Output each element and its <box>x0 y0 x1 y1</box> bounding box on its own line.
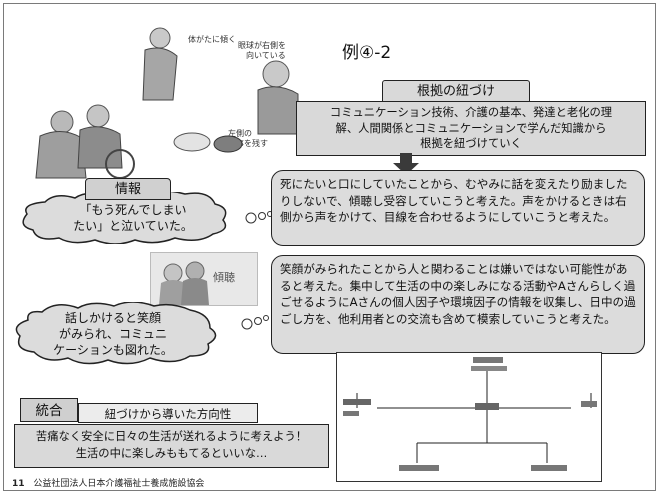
basis-line: 解、人間関係とコミュニケーションで学んだ知識から <box>335 121 607 135</box>
slide-frame <box>3 3 656 491</box>
cloud2-line: ケーションも図れた。 <box>53 343 173 357</box>
basis-box: コミュニケーション技術、介護の基本、発達と老化の理 解、人間関係とコミュニケーシ… <box>296 101 646 156</box>
info-cloud-2-text: 話しかけると笑顔 がみられ、コミュニ ケーションも図れた。 <box>38 310 188 358</box>
example-title: 例④-2 <box>342 43 392 63</box>
integration-subtitle: 紐づけから導いた方向性 <box>78 403 258 423</box>
info-cloud-1-text: 「もう死んでしまい たい」と泣いていた。 <box>58 202 208 234</box>
page-number: 11 <box>12 479 25 489</box>
tilted-person-illustration <box>142 27 178 101</box>
integration-box: 苦痛なく安全に日々の生活が送れるように考えよう！ 生活の中に楽しみももてるといい… <box>14 424 329 468</box>
food-plate-illustration <box>173 132 243 153</box>
caption-left-food-2: 食事を残す <box>228 138 268 148</box>
info-tab: 情報 <box>85 178 171 200</box>
caption-eye-right-1: 眼球が右側を <box>238 40 286 50</box>
listening-illustration: 傾聴 <box>150 252 258 306</box>
info-cloud-2 <box>15 302 269 365</box>
basis-line: 根拠を紐づけていく <box>420 137 522 150</box>
integration-tab: 統合 <box>20 398 78 422</box>
cloud2-line: がみられ、コミュニ <box>58 327 168 341</box>
basis-tab: 根拠の紐づけ <box>382 80 530 102</box>
integration-line: 苦痛なく安全に日々の生活が送れるように考えよう！ <box>35 430 308 443</box>
organization-name: 公益社団法人日本介護福祉士養成施設協会 <box>33 479 205 489</box>
consideration-bubble-1: 死にたいと口にしていたことから、むやみに話を変えたり励ましたりしないで、傾聴し受… <box>271 170 645 246</box>
listening-label: 傾聴 <box>213 271 235 284</box>
caption-eye-right-2: 向いている <box>246 50 286 60</box>
caption-left-food-1: 左側の <box>228 128 252 138</box>
care-illustration: 体がたに傾く 眼球が右側を 向いている 左側の 食事を残す <box>35 27 299 179</box>
wheelchair-user-illustration <box>35 104 135 179</box>
cloud2-line: 話しかけると笑顔 <box>64 311 161 325</box>
integration-line: 生活の中に楽しみももてるといいな… <box>75 446 268 460</box>
cloud1-line: 「もう死んでしまい <box>79 203 187 217</box>
icf-diagram <box>336 352 602 482</box>
cloud1-line: たい」と泣いていた。 <box>73 219 193 233</box>
caption-body-lean: 体がたに傾く <box>188 34 236 44</box>
pointing-person-illustration <box>257 60 299 135</box>
footer: 11 公益社団法人日本介護福祉士養成施設協会 <box>12 476 204 489</box>
down-arrow-icon <box>393 153 419 175</box>
basis-line: コミュニケーション技術、介護の基本、発達と老化の理 <box>329 106 613 119</box>
consideration-bubble-2: 笑顔がみられたことから人と関わることは嫌いではない可能性があると考えた。集中して… <box>271 255 645 354</box>
